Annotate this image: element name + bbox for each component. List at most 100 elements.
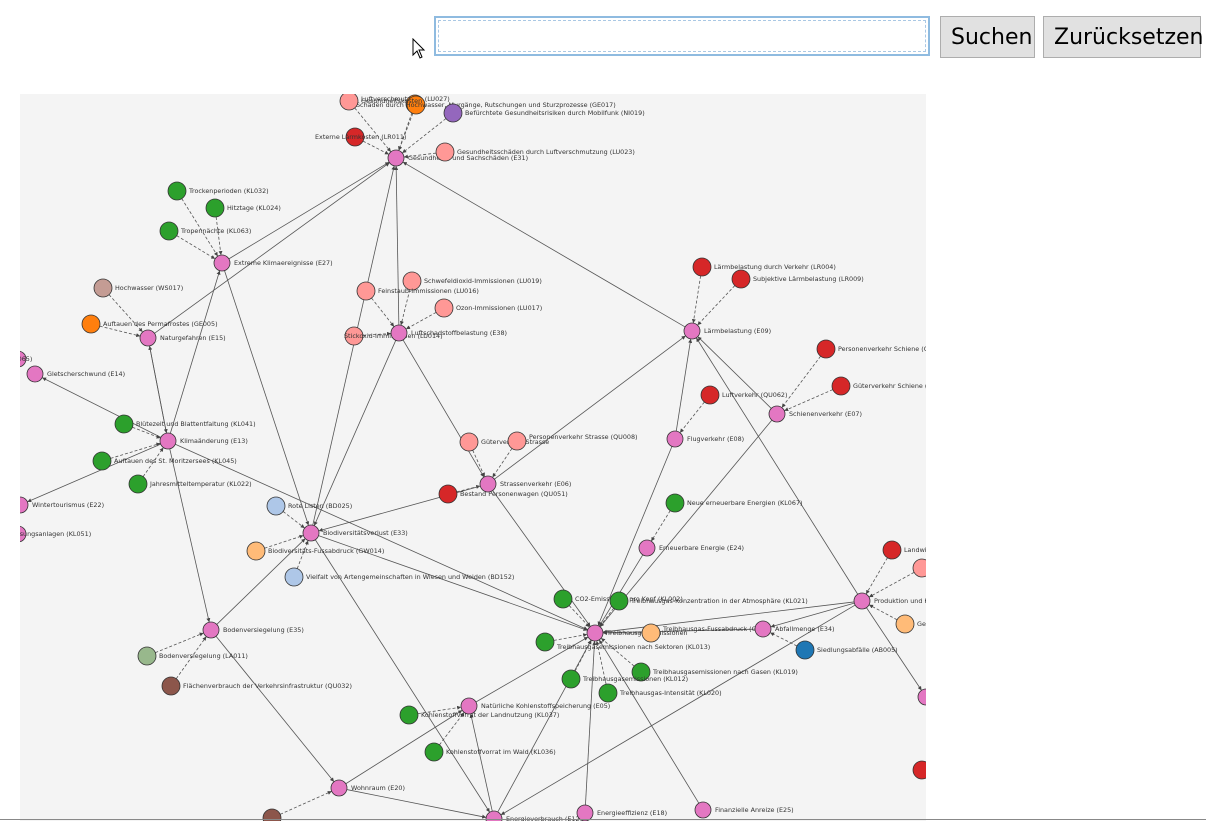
graph-node-KL013[interactable]: Treibhausgasemissionen nach Sektoren (KL… [535,632,710,652]
node-circle[interactable] [853,592,871,610]
graph-node-E08[interactable]: Flugverkehr (E08) [666,430,744,448]
graph-node-GE_R[interactable]: Ge [895,614,926,634]
node-circle[interactable] [882,540,902,560]
graph-node-E24[interactable]: Erneuerbare Energie (E24) [638,539,744,557]
graph-node-KL022[interactable]: Jahresmitteltemperatur (KL022) [128,474,252,494]
node-circle[interactable] [535,632,555,652]
node-circle[interactable] [302,524,320,542]
node-circle[interactable] [434,298,454,318]
node-circle[interactable] [459,432,479,452]
graph-node-KL045[interactable]: Auftauen des St. Moritzersees (KL045) [92,451,237,471]
graph-node-E33[interactable]: Biodiversitätsverlust (E33) [302,524,408,542]
node-circle[interactable] [438,484,458,504]
graph-node-KL012[interactable]: Treibhausgasemissionen (KL012) [561,669,688,689]
graph-node-NI019[interactable]: Befürchtete Gesundheitsrisiken durch Mob… [443,103,645,123]
node-circle[interactable] [641,623,661,643]
node-circle[interactable] [266,496,286,516]
node-circle[interactable] [344,326,364,346]
node-circle[interactable] [795,640,815,660]
node-circle[interactable] [399,705,419,725]
node-circle[interactable] [402,271,422,291]
node-circle[interactable] [912,760,926,780]
node-circle[interactable] [692,257,712,277]
graph-node-KL020[interactable]: Treibhausgas-Intensität (KL020) [598,683,722,703]
graph-node-QU_PS[interactable]: Personenverkehr Schiene (QU [816,339,926,359]
graph-node-LANDW[interactable]: Landwi [882,540,926,560]
node-circle[interactable] [139,329,157,347]
graph-node-QU_GS[interactable]: Güterverkehr Schiene (QU [831,376,926,396]
graph-node-KL024[interactable]: Hitztage (KL024) [205,198,281,218]
node-circle[interactable] [917,688,926,706]
graph-node-AB005[interactable]: Siedlungsabfälle (AB005) [795,640,898,660]
graph-node-PROD[interactable]: Produktion und K [853,592,926,610]
node-circle[interactable] [246,541,266,561]
graph-node-E05[interactable]: Natürliche Kohlenstoffspeicherung (E05) [460,697,610,715]
graph-node-WFL[interactable] [262,808,282,821]
graph-node-E35[interactable]: Bodenversiegelung (E35) [202,621,304,639]
graph-node-E22[interactable]: Wintertourismus (E22) [20,496,104,514]
node-circle[interactable] [460,697,478,715]
node-circle[interactable] [128,474,148,494]
graph-canvas[interactable]: Gesundheits- und Sachschäden (E31)Luftve… [20,94,926,821]
node-circle[interactable] [161,676,181,696]
node-circle[interactable] [507,431,527,451]
graph-node-KL032[interactable]: Trockenperioden (KL032) [167,181,269,201]
graph-node-LR009[interactable]: Subjektive Lärmbelastung (LR009) [731,269,864,289]
node-circle[interactable] [586,624,604,642]
graph-node-QU051[interactable]: Bestand Personenwagen (QU051) [438,484,568,504]
graph-node-GW014[interactable]: Biodiversitäts-Fussabdruck (GW014) [246,541,384,561]
node-circle[interactable] [912,558,926,578]
graph-node-E38[interactable]: Luftschadstoffbelastung (E38) [390,324,507,342]
graph-node-QU062[interactable]: Luftverkehr (QU062) [700,385,788,405]
graph-node-KL065[interactable]: wund (KL065) [20,350,32,368]
node-circle[interactable] [339,94,359,111]
graph-node-RP2[interactable] [917,688,926,706]
node-circle[interactable] [213,254,231,272]
node-circle[interactable] [262,808,282,821]
reset-button[interactable]: Zurücksetzen [1043,16,1204,58]
graph-node-E27[interactable]: Extreme Klimaereignisse (E27) [213,254,333,272]
node-circle[interactable] [443,103,463,123]
graph-node-KL041[interactable]: Blütezeit und Blattentfaltung (KL041) [114,414,256,434]
graph-node-QU008[interactable]: Personenverkehr Strasse (QU008) [507,431,638,451]
graph-node-KL037[interactable]: Kohlenstoffvorrat der Landnutzung (KL037… [399,705,559,725]
node-circle[interactable] [202,621,220,639]
node-circle[interactable] [406,95,426,115]
graph-node-E25[interactable]: Finanzielle Anreize (E25) [694,801,794,819]
graph-node-LR011[interactable]: Externe Lärmkosten (LR011) [315,127,406,147]
node-circle[interactable] [768,405,786,423]
node-circle[interactable] [167,181,187,201]
node-circle[interactable] [665,493,685,513]
graph-node-LU023[interactable]: Gesundheitsschäden durch Luftverschmutzu… [435,142,635,162]
node-circle[interactable] [553,589,573,609]
node-circle[interactable] [424,742,444,762]
graph-node-GE005[interactable]: Auftauen des Permafrostes (GE005) [81,314,218,334]
graph-node-LU017[interactable]: Ozon-Immissionen (LU017) [434,298,542,318]
graph-node-LU019[interactable]: Schwefeldioxid-Immissionen (LU019) [402,271,542,291]
graph-node-E15[interactable]: Naturgefahren (E15) [139,329,226,347]
node-circle[interactable] [435,142,455,162]
node-circle[interactable] [356,281,376,301]
node-circle[interactable] [694,801,712,819]
node-circle[interactable] [26,365,44,383]
graph-node-WS017[interactable]: Hochwasser (WS017) [93,278,183,298]
node-circle[interactable] [114,414,134,434]
graph-node-E06[interactable]: Strassenverkehr (E06) [479,475,571,493]
graph-node-GWF[interactable]: Treibhausgas-Fussabdruck (GW [641,623,764,643]
graph-node-E07[interactable]: Schienenverkehr (E07) [768,405,862,423]
node-circle[interactable] [895,614,915,634]
graph-node-E34[interactable]: Abfallmenge (E34) [754,620,835,638]
graph-node-KL021[interactable]: Treibhausgas-Konzentration in der Atmosp… [609,591,808,611]
node-circle[interactable] [561,669,581,689]
node-circle[interactable] [666,430,684,448]
node-circle[interactable] [683,322,701,340]
graph-node-KL002[interactable]: CO2-Emissionen pro Kopf (KL002) [553,589,683,609]
node-circle[interactable] [20,525,27,543]
node-circle[interactable] [390,324,408,342]
node-circle[interactable] [345,127,365,147]
node-circle[interactable] [93,278,113,298]
graph-node-RP1[interactable] [912,558,926,578]
graph-node-LR004[interactable]: Lärmbelastung durch Verkehr (LR004) [692,257,836,277]
node-circle[interactable] [598,683,618,703]
graph-node-E20[interactable]: Wohnraum (E20) [330,779,405,797]
